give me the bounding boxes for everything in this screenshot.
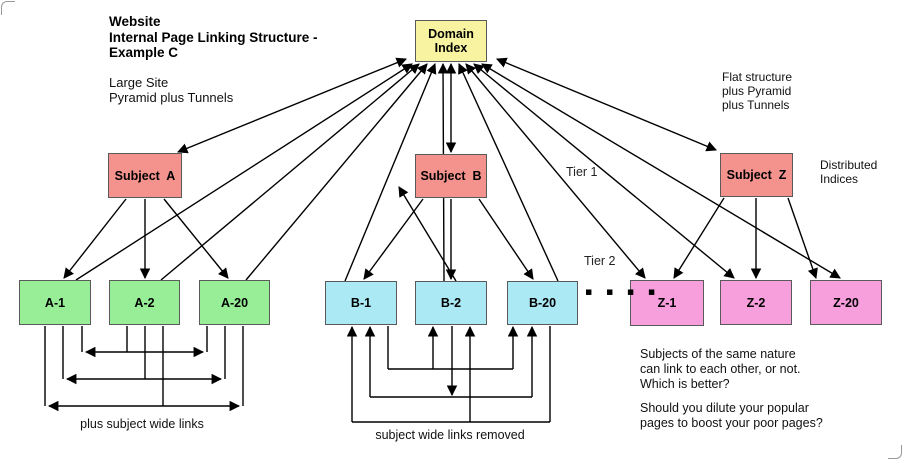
node-subject-b: Subject B xyxy=(415,154,487,198)
subject-wide-links-removed-label: subject wide links removed xyxy=(375,428,525,442)
diagram-title: Website Internal Page Linking Structure … xyxy=(109,14,318,60)
diagram-subtitle: Large Site Pyramid plus Tunnels xyxy=(109,75,234,105)
node-z-20: Z-20 xyxy=(810,280,882,325)
node-subject-z: Subject Z xyxy=(720,153,793,197)
node-a-1: A-1 xyxy=(19,280,91,325)
ellipsis-dots: ▪ ▪ ▪ ▪ xyxy=(585,285,661,298)
node-b-1: B-1 xyxy=(325,281,397,325)
distributed-indices-note: Distributed Indices xyxy=(820,158,878,186)
node-a-20: A-20 xyxy=(199,280,270,325)
node-b-20: B-20 xyxy=(507,281,578,325)
frame-corner-top-left xyxy=(1,1,15,15)
node-b-2: B-2 xyxy=(415,281,487,325)
flat-structure-note: Flat structure plus Pyramid plus Tunnels xyxy=(722,70,793,112)
node-subject-a: Subject A xyxy=(108,153,182,198)
tier-2-label: Tier 2 xyxy=(584,254,616,268)
tier-1-label: Tier 1 xyxy=(566,165,598,179)
node-domain-index: Domain Index xyxy=(415,20,487,62)
node-a-2: A-2 xyxy=(109,280,180,325)
dilute-pages-question-note: Should you dilute your popular pages to … xyxy=(640,401,823,430)
node-z-2: Z-2 xyxy=(720,280,792,325)
plus-subject-wide-links-label: plus subject wide links xyxy=(80,417,204,431)
same-nature-question-note: Subjects of the same nature can link to … xyxy=(640,347,801,391)
node-z-1: Z-1 xyxy=(630,280,704,326)
